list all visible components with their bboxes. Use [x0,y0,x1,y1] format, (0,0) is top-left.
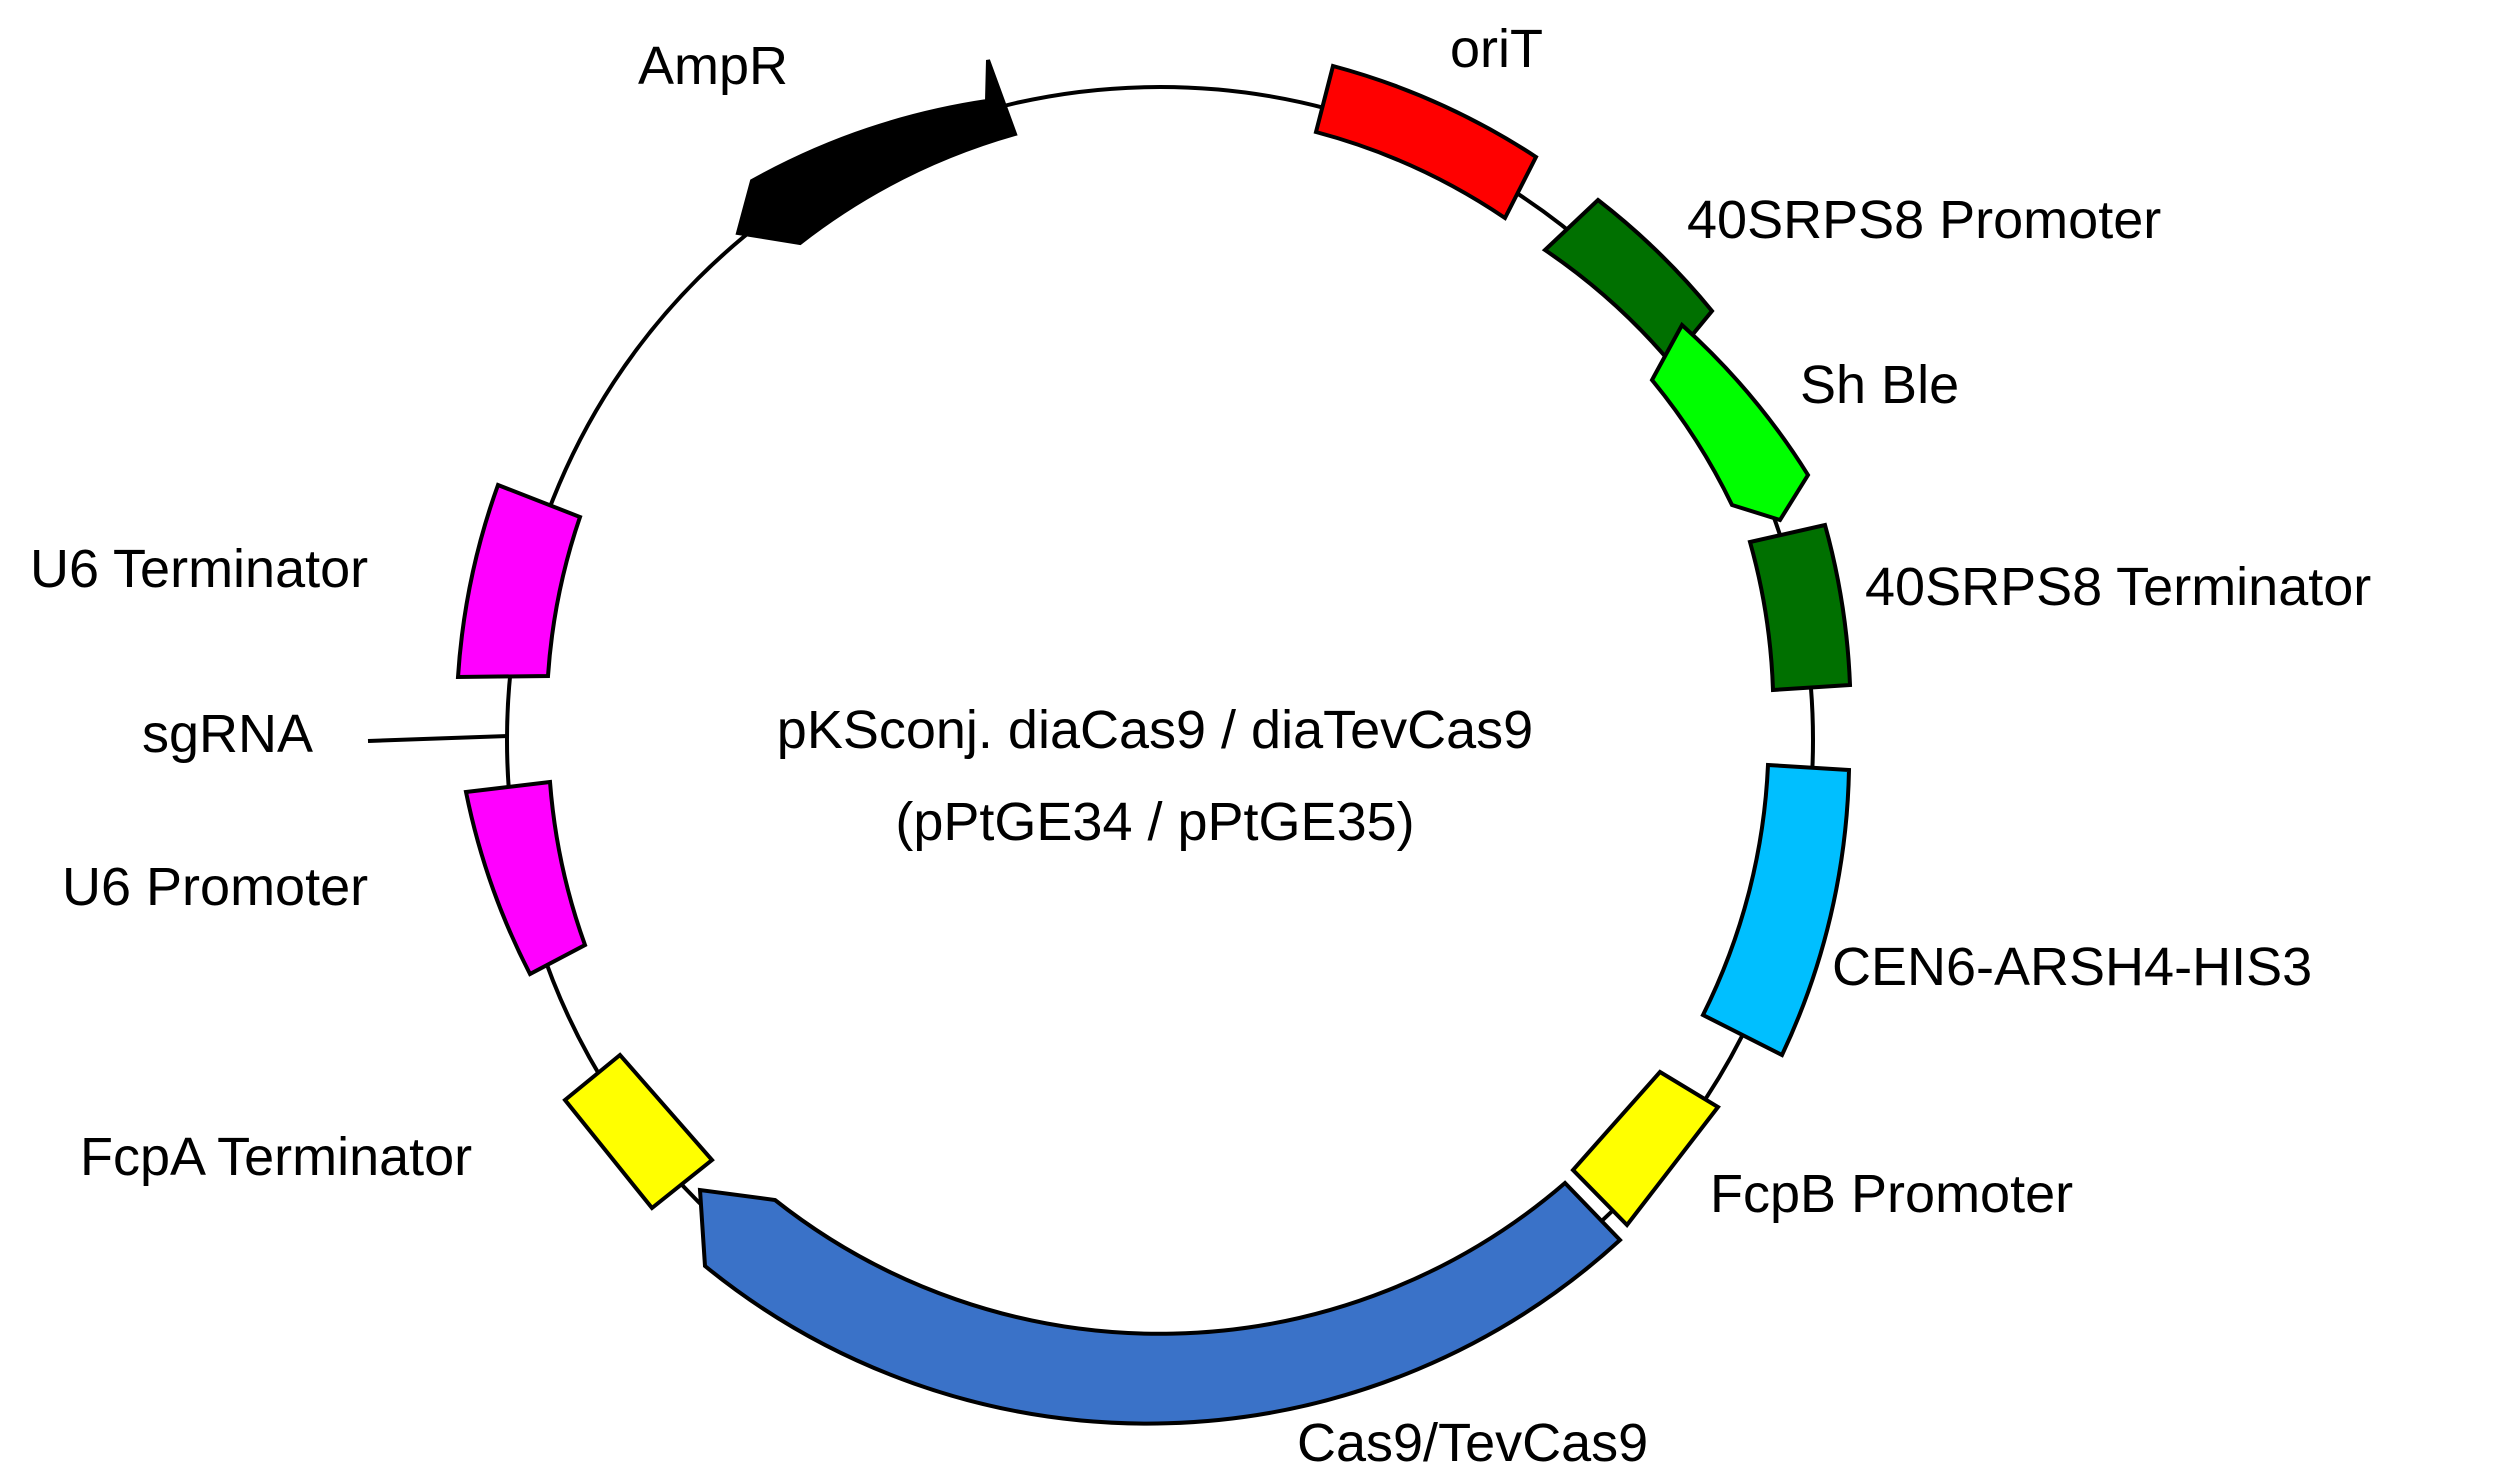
feature-fcpb-promoter[interactable] [1570,1069,1721,1229]
feature-u6-terminator[interactable] [455,482,583,680]
plasmid-name-line1: pKSconj. diaCas9 / diaTevCas9 [777,700,1533,760]
plasmid-name-line2: (pPtGE34 / pPtGE35) [895,792,1414,852]
feature-sh-ble[interactable] [1649,321,1811,523]
label-fcpa-terminator: FcpA Terminator [80,1127,472,1187]
feature-orit[interactable] [1313,63,1539,221]
label-fcpb-promoter: FcpB Promoter [1710,1164,2073,1224]
feature-ampr[interactable] [735,59,1018,246]
feature-fcpa-terminator[interactable] [562,1052,715,1211]
feature-u6-promoter[interactable] [463,779,588,977]
label-cen6-arsh4-his3: CEN6-ARSH4-HIS3 [1832,937,2312,997]
label-40srps8-promoter: 40SRPS8 Promoter [1687,190,2161,250]
feature-cen6-arsh4-his3[interactable] [1700,762,1852,1058]
label-sh-ble: Sh Ble [1800,355,1959,415]
label-sgrna: sgRNA [142,704,313,764]
feature-40srps8-terminator[interactable] [1747,522,1853,693]
sgrna-pointer-line [367,734,509,743]
label-40srps8-terminator: 40SRPS8 Terminator [1865,557,2371,617]
feature-cas9-tevcas9[interactable] [697,1180,1623,1426]
label-u6-promoter: U6 Promoter [62,857,368,917]
label-u6-terminator: U6 Terminator [30,539,368,599]
label-ampr: AmpR [638,36,788,96]
label-orit: oriT [1450,19,1543,79]
label-cas9-tevcas9: Cas9/TevCas9 [1297,1413,1648,1473]
